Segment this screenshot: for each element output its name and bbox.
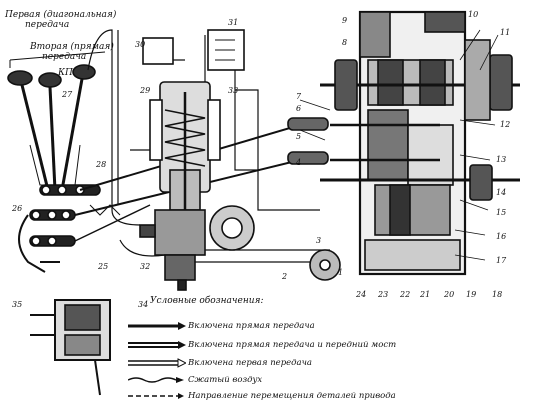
part-number-15: 15 [496,208,507,217]
part-number-4: 4 [296,158,302,167]
part-number-13: 13 [496,155,507,164]
part-number-12: 12 [500,120,511,129]
label-kp: КП [58,68,73,78]
air-lines [87,29,330,263]
legend-item-movement: Направление перемещения деталей привода [128,390,428,402]
shift-rod-lower [287,151,329,165]
part-number-34: 34 [138,300,149,309]
part-number-21: 21 [420,290,431,299]
legend-item-direct: Включена прямая передача [128,320,428,332]
legend-text-direct-front: Включена прямая передача и передний мост [188,340,397,350]
part-number-35: 35 [12,300,23,309]
part-number-17: 17 [496,256,507,265]
part-number-5: 5 [296,132,302,141]
leader-lines [299,29,499,261]
legend-text-first: Включена первая передача [188,358,312,368]
part-number-9: 9 [342,16,348,25]
part-number-31: 31 [228,18,239,27]
part-number-18: 18 [492,290,503,299]
output-flanges [334,39,513,201]
gear-3 [309,249,341,281]
valve-block-32 [139,209,206,291]
part-number-8: 8 [342,38,348,47]
part-number-28: 28 [96,160,107,169]
part-number-7: 7 [296,92,302,101]
legend-item-air: Сжатый воздух [128,374,428,386]
shift-rod-upper [287,117,329,131]
part-number-25: 25 [98,262,109,271]
legend-inset-drawing [30,299,111,396]
part-number-19: 19 [466,290,477,299]
part-number-24: 24 [356,290,367,299]
part-number-11: 11 [500,28,511,37]
part-number-16: 16 [496,232,507,241]
part-number-1: 1 [338,268,344,277]
part-number-23: 23 [378,290,389,299]
legend-text-air: Сжатый воздух [188,375,263,385]
part-number-2: 2 [282,272,288,281]
legend-text-movement: Направление перемещения деталей привода [188,391,396,401]
legend-title: Условные обозначения: [150,296,264,306]
part-number-22: 22 [400,290,411,299]
transfer-case [320,10,520,276]
part-number-20: 20 [444,290,455,299]
air-cylinder [149,81,221,211]
shift-levers [7,51,106,191]
part-number-14: 14 [496,188,507,197]
legend-text-direct: Включена прямая передача [188,321,315,331]
part-number-3: 3 [316,236,322,245]
label-first-gear-2: передача [25,20,70,30]
part-number-30: 30 [135,40,146,49]
valve-30 [142,37,174,65]
label-second-gear-2: передача [42,52,87,62]
label-second-gear: Вторая (прямая) [30,42,114,52]
part-number-33: 33 [228,86,239,95]
legend-item-first: Включена первая передача [128,357,428,369]
part-number-26: 26 [12,204,23,213]
part-number-29: 29 [140,86,151,95]
part-number-6: 6 [296,104,302,113]
part-number-27: 27 [62,90,73,99]
label-first-gear: Первая (диагональная) [5,10,117,20]
legend-item-direct-front: Включена прямая передача и передний мост [128,339,428,351]
part-number-32: 32 [140,262,151,271]
part-number-10: 10 [468,10,479,19]
